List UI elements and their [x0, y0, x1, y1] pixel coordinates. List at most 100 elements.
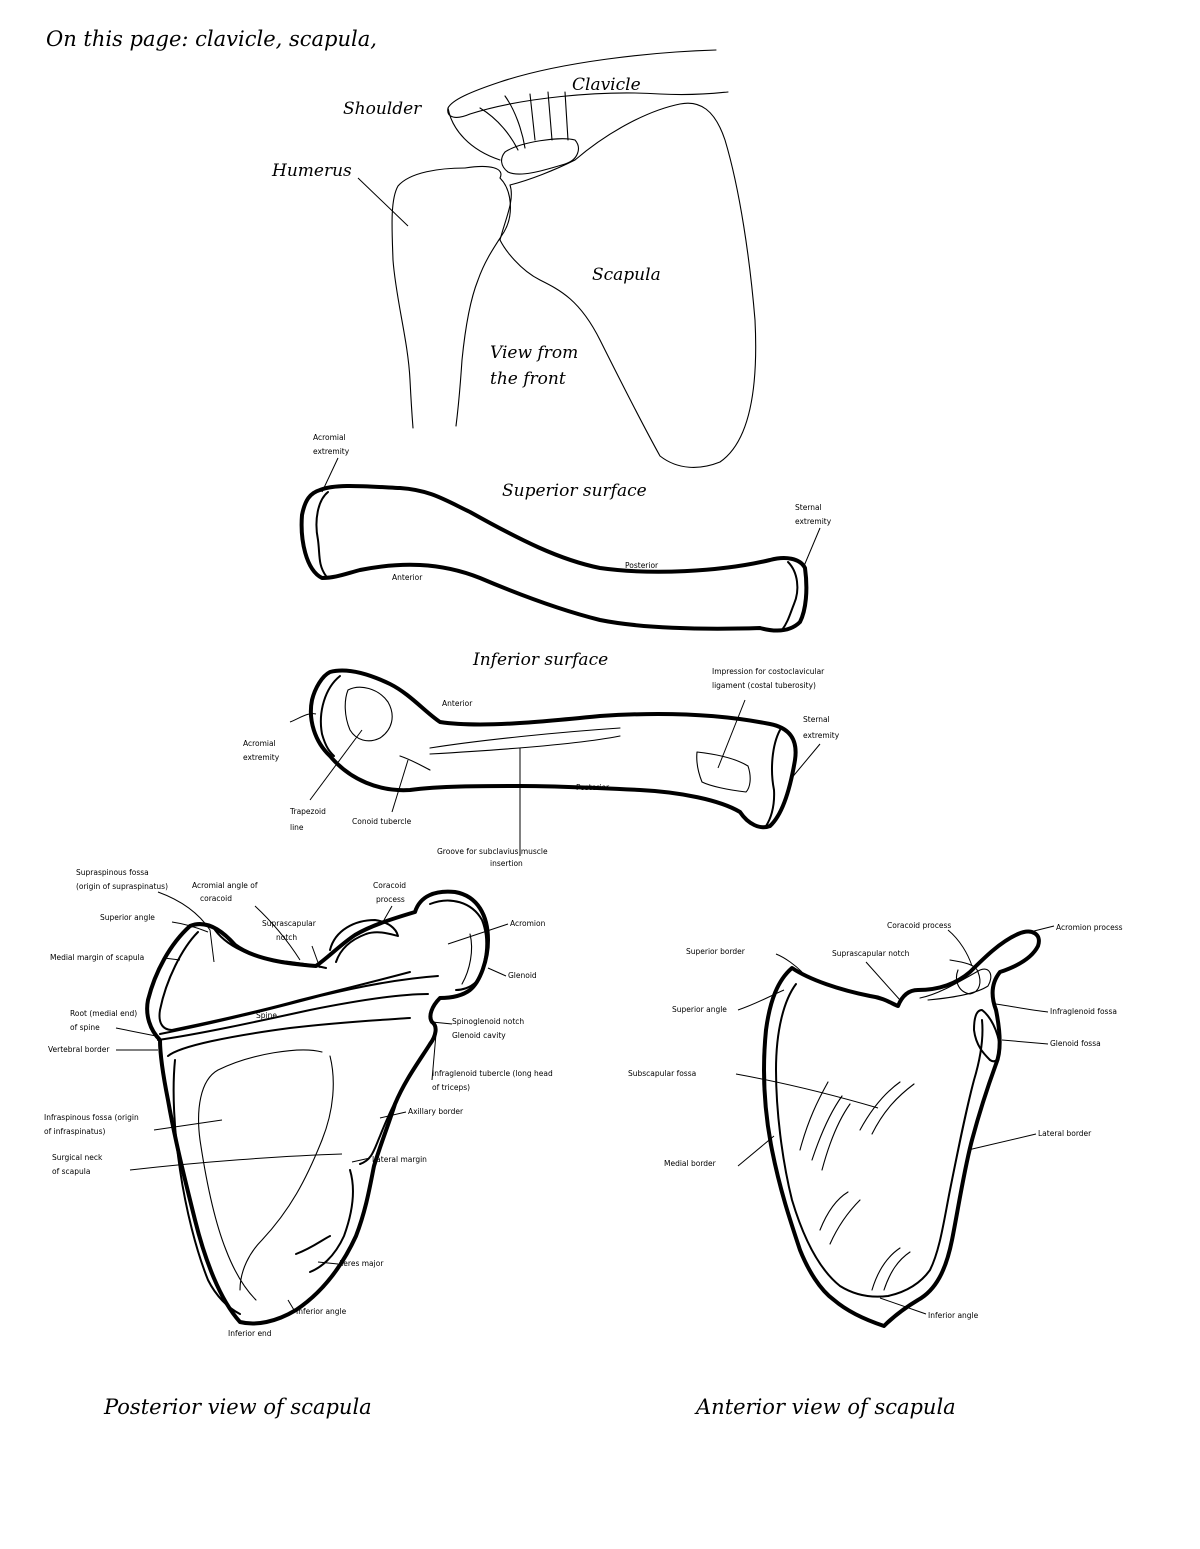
- label-infraglenoid-1: Infraglenoid tubercle (long head: [432, 1069, 553, 1078]
- label-post-inferior-angle: Inferior angle: [296, 1307, 347, 1316]
- label-superior-border: Superior border: [686, 947, 746, 956]
- label-view-line1: View from: [490, 343, 578, 363]
- posterior-scapula-leader-lines: [115, 891, 509, 1311]
- label-medial-margin: Medial margin of scapula: [50, 953, 144, 962]
- label-spine-root-2: of spine: [70, 1023, 100, 1032]
- label-humerus: Humerus: [271, 161, 352, 181]
- label-lateral-margin: Lateral margin: [372, 1155, 427, 1164]
- clavicle-superior-diagram: [299, 484, 809, 633]
- label-spinoglenoid-2: Glenoid cavity: [452, 1031, 506, 1040]
- clavicle-inferior-diagram: [308, 668, 798, 830]
- label-supraspinous-1: Supraspinous fossa: [76, 868, 149, 877]
- label-ant-superior-angle: Superior angle: [672, 1005, 727, 1014]
- label-inf-sternal-2: extremity: [803, 731, 840, 740]
- label-acromion-process: Acromion process: [1056, 923, 1123, 932]
- anterior-subscapular-ridges: [799, 1081, 915, 1291]
- shoulder-clavicle-outline: [447, 49, 729, 118]
- label-groove-2: insertion: [490, 859, 523, 868]
- anterior-scapula-inner-border: [775, 983, 984, 1298]
- label-suprascapular-1: Suprascapular: [262, 919, 317, 928]
- label-acromial-extremity-2: extremity: [313, 447, 350, 456]
- label-infraglenoid-fossa: Infraglenoid fossa: [1050, 1007, 1117, 1016]
- label-ant-inferior-angle: Inferior angle: [928, 1311, 979, 1320]
- label-coracoid-2: process: [376, 895, 405, 904]
- shoulder-scapula-outline: [499, 102, 757, 468]
- anterior-scapula-diagram: [762, 929, 1041, 1328]
- label-inf-acromial-2: extremity: [243, 753, 280, 762]
- label-inferior-end: Inferior end: [228, 1329, 272, 1338]
- anterior-scapula-leader-lines: [735, 925, 1055, 1315]
- label-clavicle-sup-anterior: Anterior: [392, 573, 423, 582]
- shoulder-humerus-outline: [391, 167, 511, 429]
- shoulder-acromion-outline: [501, 138, 579, 175]
- posterior-acromion: [429, 899, 488, 991]
- label-spine: Spine: [256, 1011, 277, 1020]
- label-inf-acromial-1: Acromial: [243, 739, 276, 748]
- label-clavicle-inf-posterior: Posterior: [576, 783, 610, 792]
- label-clavicle-sup-posterior: Posterior: [625, 561, 659, 570]
- label-clavicle: Clavicle: [572, 75, 641, 95]
- shoulder-front-view: [391, 49, 757, 468]
- clavicle-superior-acromial-end: [315, 491, 329, 577]
- posterior-scapula-labels: Supraspinous fossa (origin of supraspina…: [44, 868, 553, 1338]
- clavicle-inferior-trapezoid-region: [344, 686, 393, 742]
- posterior-scapula-spine: [157, 929, 439, 1041]
- label-post-superior-angle: Superior angle: [100, 913, 155, 922]
- label-medial-border: Medial border: [664, 1159, 717, 1168]
- label-trapezoid-2: line: [290, 823, 304, 832]
- label-coracoid-process: Coracoid process: [887, 921, 951, 930]
- posterior-scapula-caption: Posterior view of scapula: [103, 1395, 372, 1419]
- clavicle-inferior-outline: [308, 668, 798, 830]
- clavicle-inferior-acromial-end: [319, 675, 341, 757]
- anterior-scapula-labels: Coracoid process Acromion process Superi…: [628, 921, 1123, 1320]
- label-suprascapular-notch: Suprascapular notch: [832, 949, 910, 958]
- posterior-lateral-border: [295, 1081, 407, 1273]
- label-supraspinous-2: (origin of supraspinatus): [76, 882, 168, 891]
- label-trapezoid-1: Trapezoid: [289, 807, 326, 816]
- clavicle-superior-sternal-end: [781, 561, 799, 631]
- label-acromial-extremity-1: Acromial: [313, 433, 346, 442]
- label-acromion: Acromion: [510, 919, 546, 928]
- label-infraspinous-2: of infraspinatus): [44, 1127, 105, 1136]
- clavicle-inferior-sternal-end: [765, 729, 781, 827]
- label-scapula: Scapula: [592, 265, 661, 285]
- anterior-scapula-outline: [762, 929, 1041, 1328]
- label-groove-1: Groove for subclavius muscle: [437, 847, 548, 856]
- label-shoulder: Shoulder: [343, 99, 422, 119]
- label-glenoid: Glenoid: [508, 971, 537, 980]
- label-clavicle-inf-anterior: Anterior: [442, 699, 473, 708]
- label-acromial-angle-1: Acromial angle of: [192, 881, 258, 890]
- label-teres-major: Teres major: [339, 1259, 384, 1268]
- page-title: On this page: clavicle, scapula,: [46, 27, 377, 51]
- clavicle-inferior-groove: [399, 727, 621, 771]
- posterior-fossa-lines: [198, 1049, 334, 1301]
- label-infraglenoid-2: of triceps): [432, 1083, 470, 1092]
- label-glenoid-fossa: Glenoid fossa: [1050, 1039, 1101, 1048]
- label-vertebral-border: Vertebral border: [48, 1045, 110, 1054]
- posterior-coracoid-process: [329, 919, 399, 963]
- clavicle-superior-outline: [299, 484, 809, 633]
- posterior-infraspinous-outline: [167, 1017, 411, 1315]
- clavicle-inferior-costal-tuberosity: [696, 751, 751, 793]
- clavicle-inferior-title: Inferior surface: [472, 650, 608, 670]
- label-lateral-border: Lateral border: [1038, 1129, 1092, 1138]
- label-spine-root-1: Root (medial end): [70, 1009, 137, 1018]
- anterior-glenoid: [973, 1009, 1001, 1063]
- label-sternal-extremity-2: extremity: [795, 517, 832, 526]
- label-impression-2: ligament (costal tuberosity): [712, 681, 816, 690]
- label-axillary-border: Axillary border: [408, 1107, 464, 1116]
- label-acromial-angle-2: coracoid: [200, 894, 232, 903]
- label-subscapular-fossa: Subscapular fossa: [628, 1069, 696, 1078]
- posterior-scapula-outline: [145, 889, 490, 1326]
- posterior-supraspinous-outline: [158, 931, 411, 1031]
- label-surgical-1: Surgical neck: [52, 1153, 103, 1162]
- label-coracoid-1: Coracoid: [373, 881, 406, 890]
- anterior-coracoid-process: [919, 968, 992, 1001]
- label-impression-1: Impression for costoclavicular: [712, 667, 825, 676]
- anterior-scapula-caption: Anterior view of scapula: [694, 1395, 956, 1419]
- clavicle-superior-title: Superior surface: [502, 481, 647, 501]
- label-view-line2: the front: [490, 369, 566, 389]
- label-conoid-tubercle: Conoid tubercle: [352, 817, 412, 826]
- label-inf-sternal-1: Sternal: [803, 715, 830, 724]
